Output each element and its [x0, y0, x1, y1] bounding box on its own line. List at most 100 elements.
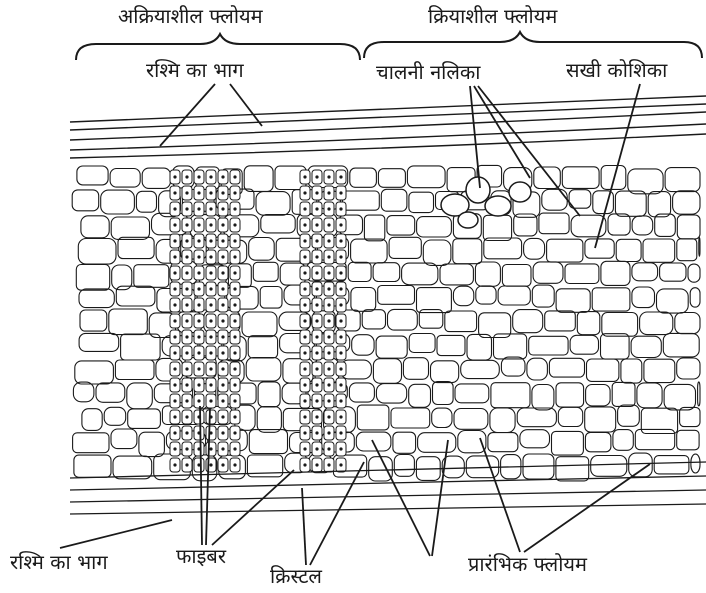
- parenchyma-cell: [502, 265, 531, 287]
- ray-cell-nucleus: [339, 335, 342, 338]
- parenchyma-cell: [127, 383, 153, 409]
- parenchyma-cell: [643, 239, 675, 262]
- outer-bark-layers: [70, 96, 706, 158]
- ray-cell-nucleus: [233, 287, 236, 290]
- ray-cell-nucleus: [209, 287, 212, 290]
- ray-cell-nucleus: [185, 399, 188, 402]
- parenchyma-cell: [453, 286, 473, 306]
- ray-cell-nucleus: [173, 255, 176, 258]
- ray-cell-nucleus: [185, 319, 188, 322]
- parenchyma-cell: [547, 239, 583, 262]
- ray-cell-nucleus: [173, 207, 176, 210]
- ray-cell-columns: [170, 170, 346, 472]
- parenchyma-cell: [635, 429, 674, 449]
- parenchyma-cell: [242, 312, 277, 337]
- ray-cell-nucleus: [173, 447, 176, 450]
- ray-cell-nucleus: [327, 335, 330, 338]
- ray-cell-nucleus: [315, 431, 318, 434]
- parenchyma-cell: [556, 457, 589, 481]
- parenchyma-cell: [556, 289, 590, 313]
- ray-cell-nucleus: [327, 319, 330, 322]
- active-phloem-brace: [364, 32, 702, 58]
- parenchyma-cell: [113, 456, 152, 479]
- ray-cell-nucleus: [221, 399, 224, 402]
- inactive-phloem-brace: [76, 34, 360, 60]
- ray-cell-nucleus: [327, 447, 330, 450]
- parenchyma-cell: [524, 238, 545, 259]
- parenchyma-cell: [364, 215, 384, 241]
- ray-cell-nucleus: [173, 383, 176, 386]
- ray-cell-nucleus: [339, 383, 342, 386]
- ray-cell-nucleus: [327, 303, 330, 306]
- ray-cell-nucleus: [209, 399, 212, 402]
- ray-cell-nucleus: [197, 271, 200, 274]
- parenchyma-cell: [517, 408, 556, 427]
- ray-cell-nucleus: [221, 223, 224, 226]
- ray-cell-nucleus: [185, 191, 188, 194]
- ray-cell-nucleus: [233, 271, 236, 274]
- parenchyma-cell: [690, 288, 700, 307]
- parenchyma-cell: [121, 334, 161, 360]
- parenchyma-cell: [461, 360, 500, 378]
- ray-cell-nucleus: [339, 415, 342, 418]
- parenchyma-cell: [260, 287, 282, 309]
- parenchyma-cell: [618, 405, 640, 426]
- ray-cell-nucleus: [221, 431, 224, 434]
- ray-cell-nucleus: [303, 303, 306, 306]
- ray-cell-nucleus: [233, 303, 236, 306]
- parenchyma-cell: [423, 240, 451, 265]
- parenchyma-cell: [82, 409, 102, 431]
- ray-cell-nucleus: [315, 239, 318, 242]
- ray-cell-nucleus: [339, 255, 342, 258]
- parenchyma-cell: [357, 405, 389, 430]
- parenchyma-cell: [549, 358, 584, 377]
- parenchyma-cell: [565, 264, 599, 284]
- ray-cell-nucleus: [233, 415, 236, 418]
- ray-cell-nucleus: [327, 367, 330, 370]
- parenchyma-cell: [389, 237, 421, 258]
- ray-cell-nucleus: [221, 303, 224, 306]
- parenchyma-cell: [244, 166, 273, 192]
- ray-cell-nucleus: [303, 335, 306, 338]
- ray-cell-nucleus: [315, 287, 318, 290]
- ray-cell-nucleus: [339, 367, 342, 370]
- parenchyma-cell: [677, 430, 699, 450]
- parenchyma-cell: [388, 309, 418, 330]
- ray-cell-nucleus: [209, 191, 212, 194]
- parenchyma-cell: [654, 456, 689, 474]
- parenchyma-cell: [648, 192, 670, 217]
- parenchyma-cell: [601, 261, 630, 285]
- sieve-tube-label: चालनी नलिका: [376, 62, 480, 82]
- parenchyma-cell: [74, 455, 111, 477]
- ray-cell-nucleus: [209, 335, 212, 338]
- parenchyma-cell: [513, 310, 543, 333]
- parenchyma-cell: [437, 335, 465, 355]
- parenchyma-cell: [73, 433, 109, 453]
- parenchyma-cell: [632, 216, 653, 235]
- ray-cell-nucleus: [315, 303, 318, 306]
- ray-cell-nucleus: [315, 191, 318, 194]
- ray-cell-nucleus: [327, 223, 330, 226]
- parenchyma-cell: [111, 217, 149, 239]
- ray-cell-nucleus: [173, 463, 176, 466]
- ray-cell-nucleus: [197, 351, 200, 354]
- parenchyma-cell: [585, 432, 611, 451]
- parenchyma-cell: [348, 262, 371, 281]
- parenchyma-cell: [532, 385, 554, 410]
- parenchyma-cell: [418, 433, 456, 453]
- parenchyma-cell: [342, 191, 379, 210]
- parenchyma-cell: [376, 384, 406, 404]
- ray-cell-nucleus: [173, 239, 176, 242]
- parenchyma-cell: [351, 239, 388, 263]
- parenchyma-cell: [76, 265, 109, 291]
- parenchyma-cell: [373, 359, 401, 384]
- parenchyma-cell: [261, 215, 295, 233]
- ray-cell-nucleus: [233, 463, 236, 466]
- parenchyma-cell: [393, 432, 416, 453]
- parenchyma-cell: [632, 287, 655, 308]
- ray-cell-nucleus: [221, 239, 224, 242]
- ray-cell-nucleus: [339, 319, 342, 322]
- parenchyma-cell: [110, 169, 140, 188]
